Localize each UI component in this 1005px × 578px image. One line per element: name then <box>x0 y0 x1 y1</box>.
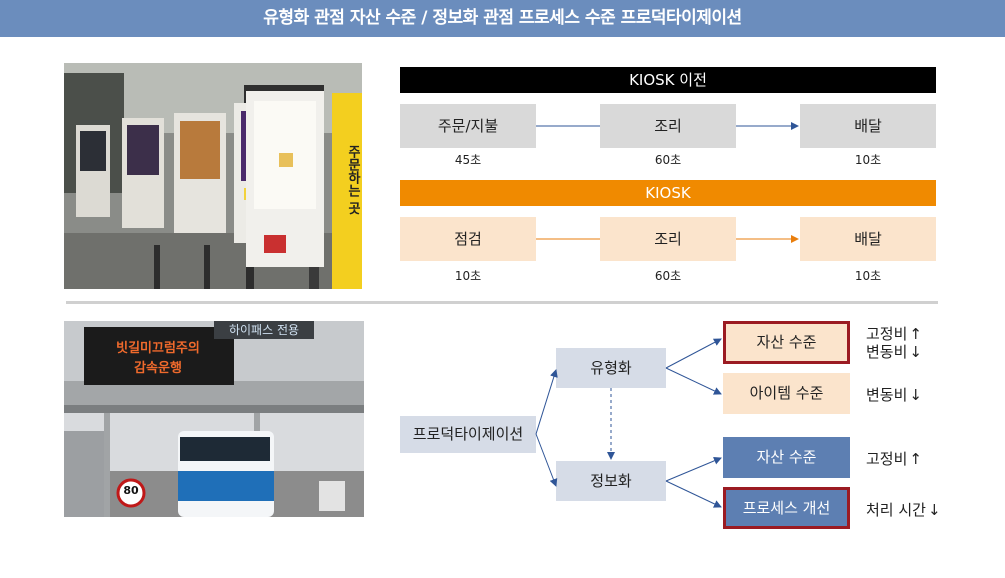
deliver-time-after: 10초 <box>854 269 882 283</box>
cook-time-before: 60초 <box>654 153 682 167</box>
kiosk-before-header: KIOSK 이전 <box>400 67 936 93</box>
led-sign-line2: 감속운행 <box>134 361 182 376</box>
note-variable-cost-down-1: 변동비↓ <box>866 343 922 361</box>
section-divider <box>66 301 938 304</box>
info-to-process <box>665 480 722 508</box>
note-variable-cost-down-2: 변동비↓ <box>866 386 922 404</box>
cook-box-before: 조리 <box>600 104 736 148</box>
cook-time-after: 60초 <box>654 269 682 283</box>
root-to-typing <box>535 369 558 435</box>
note-processing-time-down: 처리 시간↓ <box>866 501 941 519</box>
productization-node: 프로덕타이제이션 <box>400 416 536 453</box>
speed-limit-sign: 80 <box>123 484 139 497</box>
page-title: 유형화 관점 자산 수준 / 정보화 관점 프로세스 수준 프로덕타이제이션 <box>0 0 1005 37</box>
process-improve-node: 프로세스 개선 <box>723 487 850 529</box>
deliver-box-after: 배달 <box>800 217 936 261</box>
deliver-box-before: 배달 <box>800 104 936 148</box>
typing-to-item <box>665 367 722 395</box>
cook-box-after: 조리 <box>600 217 736 261</box>
order-pay-time: 45초 <box>454 153 482 167</box>
check-time: 10초 <box>454 269 482 283</box>
typing-to-asset <box>665 338 722 369</box>
kiosk-after-header: KIOSK <box>400 180 936 206</box>
info-asset-node: 자산 수준 <box>723 437 850 478</box>
root-to-info <box>535 433 558 487</box>
note-fixed-cost-up-1: 고정비↑ <box>866 325 922 343</box>
typing-node: 유형화 <box>556 348 666 388</box>
note-fixed-cost-up-2: 고정비↑ <box>866 450 922 468</box>
typing-asset-node: 자산 수준 <box>723 321 850 364</box>
item-level-node: 아이템 수준 <box>723 373 850 414</box>
order-pay-box: 주문/지불 <box>400 104 536 148</box>
info-node: 정보화 <box>556 461 666 501</box>
hipass-photo: 하이패스 전용 빗길미끄럼주의 감속운행 80 <box>64 321 364 517</box>
kiosk-photo: 주문하는 곳 <box>64 63 362 289</box>
led-sign-line1: 빗길미끄럼주의 <box>116 341 200 356</box>
info-to-asset <box>665 457 722 482</box>
check-box: 점검 <box>400 217 536 261</box>
deliver-time-before: 10초 <box>854 153 882 167</box>
kiosk-sign: 주문하는 곳 <box>345 145 360 215</box>
hipass-sign: 하이패스 전용 <box>228 323 300 337</box>
